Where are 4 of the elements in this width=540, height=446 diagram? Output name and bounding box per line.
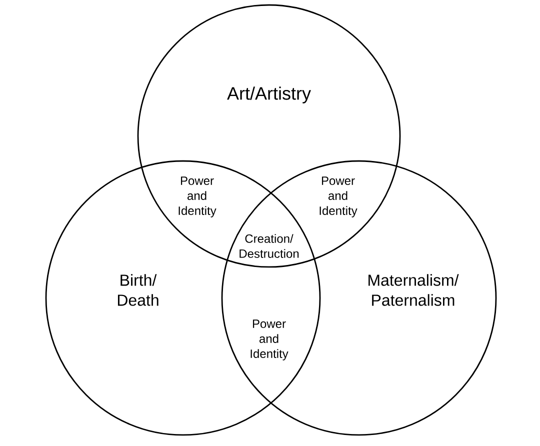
region-label: Power and Identity: [250, 320, 288, 360]
region-label: Power and Identity: [320, 176, 358, 218]
region-label: Power and Identity: [178, 176, 216, 218]
region-label: Creation/ Destruction: [240, 234, 299, 258]
